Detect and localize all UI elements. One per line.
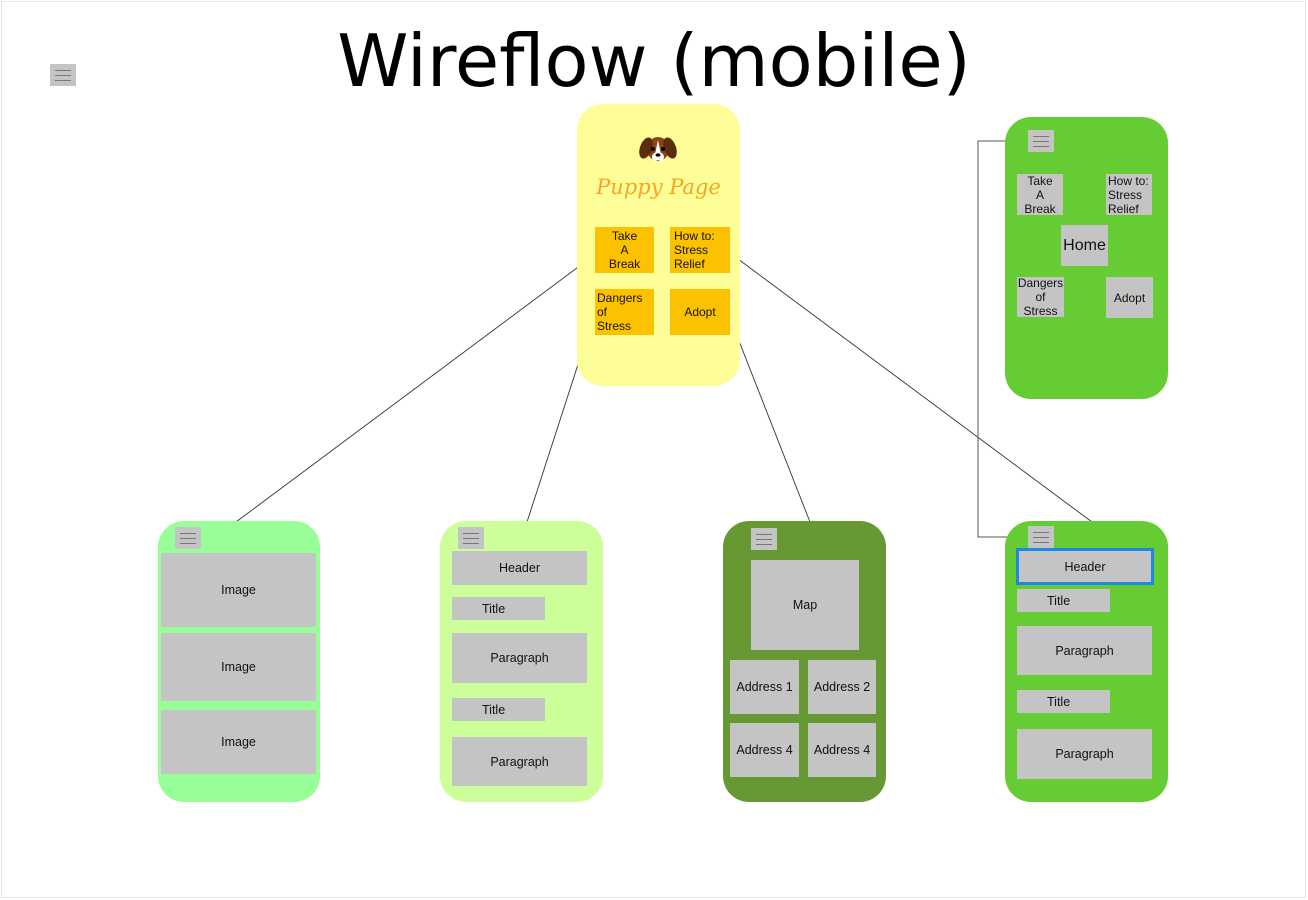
take-a-break-button[interactable]: Take A Break <box>595 227 654 273</box>
dangers-title-1: Title <box>452 597 545 620</box>
how-to-paragraph-2: Paragraph <box>1017 729 1152 779</box>
how-to-title-2: Title <box>1017 690 1110 713</box>
dangers-header: Header <box>452 551 587 585</box>
dangers-title-2: Title <box>452 698 545 721</box>
connector-take-a-break <box>235 252 598 523</box>
connector-adopt <box>729 317 811 523</box>
how-to-title-1: Title <box>1017 589 1110 612</box>
take-a-break-hamburger-icon[interactable] <box>175 527 201 549</box>
address-2: Address 2 <box>808 660 876 714</box>
image-placeholder-2: Image <box>161 633 316 701</box>
menu-how-to[interactable]: How to: Stress Relief <box>1106 174 1152 216</box>
address-1: Address 1 <box>730 660 799 714</box>
dangers-paragraph-1: Paragraph <box>452 633 587 683</box>
dog-face-icon <box>639 137 677 162</box>
how-to-header[interactable]: Header <box>1016 548 1154 585</box>
how-to-paragraph-1: Paragraph <box>1017 626 1152 675</box>
menu-dangers[interactable]: Dangers of Stress <box>1017 276 1064 318</box>
menu-home[interactable]: Home <box>1061 225 1108 266</box>
dangers-paragraph-2: Paragraph <box>452 737 587 786</box>
connector-menu-bracket <box>977 140 1028 538</box>
how-to-button[interactable]: How to: Stress Relief <box>670 227 730 273</box>
address-4: Address 4 <box>808 723 876 777</box>
menu-adopt[interactable]: Adopt <box>1106 277 1153 318</box>
map-placeholder: Map <box>751 560 859 650</box>
image-placeholder-3: Image <box>161 710 316 774</box>
dangers-hamburger-icon[interactable] <box>458 527 484 549</box>
adopt-button[interactable]: Adopt <box>670 289 730 335</box>
how-to-hamburger-icon[interactable] <box>1028 526 1054 548</box>
hamburger-menu-icon <box>50 64 76 86</box>
image-placeholder-1: Image <box>161 553 316 627</box>
address-3: Address 4 <box>730 723 799 777</box>
menu-hamburger-icon[interactable] <box>1028 130 1054 152</box>
home-title: Puppy Page <box>596 175 721 199</box>
connector-how-to <box>729 252 1093 523</box>
dangers-button[interactable]: Dangers of Stress <box>595 289 654 335</box>
page-title: Wireflow (mobile) <box>337 19 971 103</box>
menu-take-a-break[interactable]: Take A Break <box>1017 174 1063 216</box>
adopt-hamburger-icon[interactable] <box>751 528 777 550</box>
